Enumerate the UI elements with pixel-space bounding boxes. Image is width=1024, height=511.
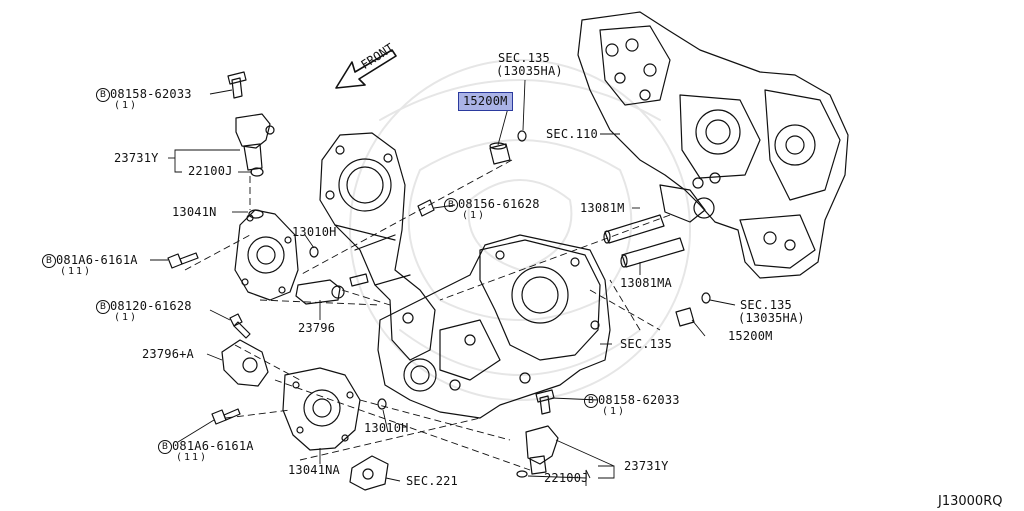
vtc-cover-lower — [282, 367, 361, 451]
engine-block — [577, 11, 849, 279]
bolt-marker: B — [42, 254, 56, 268]
label-sec221[interactable]: SEC.221 — [406, 474, 458, 488]
bolt-marker: B — [584, 394, 598, 408]
label-08120-61628[interactable]: 08120-61628 — [110, 299, 192, 313]
label-13010h-top[interactable]: 13010H — [292, 225, 337, 239]
label-23796[interactable]: 23796 — [298, 321, 336, 335]
label-13081m[interactable]: 13081M — [580, 201, 625, 215]
qty-08158-62033-bot: (1) — [602, 406, 627, 417]
label-13041na[interactable]: 13041NA — [288, 463, 340, 477]
label-08156-61628[interactable]: 08156-61628 — [458, 197, 540, 211]
label-22100j-right[interactable]: 22100J — [544, 471, 589, 485]
label-13035ha-right: (13035HA) — [738, 311, 805, 325]
label-15200m-highlighted[interactable]: 15200M — [458, 92, 513, 111]
qty-08156-61628: (1) — [462, 210, 487, 221]
front-arrow — [335, 49, 397, 89]
label-08158-62033-bot[interactable]: 08158-62033 — [598, 393, 680, 407]
label-15200m-right[interactable]: 15200M — [728, 329, 773, 343]
watermark-logo — [349, 59, 691, 401]
bolt-top-left — [167, 252, 199, 269]
cam-sensor-bottom — [516, 389, 559, 478]
label-sec135-top[interactable]: SEC.135 — [498, 51, 550, 65]
o-ring-bottom — [377, 398, 387, 410]
bolt-08156 — [417, 199, 435, 217]
o-ring-top — [309, 246, 319, 258]
plug-15200m-top — [489, 130, 527, 165]
leader-lines — [150, 79, 736, 486]
dowel-pins — [603, 214, 685, 268]
assembly-lines — [184, 159, 671, 471]
bolt-marker: B — [158, 440, 172, 454]
solenoid-23796 — [295, 273, 369, 305]
diagram-id: J13000RQ — [938, 494, 1003, 509]
bolt-bottom-left — [211, 408, 241, 425]
label-23731y-left[interactable]: 23731Y — [114, 151, 159, 165]
bolt-marker: B — [96, 300, 110, 314]
sec221-sensor — [349, 455, 389, 491]
label-sec135-right[interactable]: SEC.135 — [740, 298, 792, 312]
label-13081ma[interactable]: 13081MA — [620, 276, 672, 290]
label-sec135-mid[interactable]: SEC.135 — [620, 337, 672, 351]
cam-sensor-top — [227, 71, 275, 177]
qty-08120-61628: (1) — [114, 312, 139, 323]
label-13035ha-top: (13035HA) — [496, 64, 563, 78]
qty-081a6-6161a-bot: (11) — [176, 452, 209, 463]
bolt-08120 — [229, 313, 251, 339]
label-23731y-right[interactable]: 23731Y — [624, 459, 669, 473]
qty-08158-62033-top: (1) — [114, 100, 139, 111]
label-13041n[interactable]: 13041N — [172, 205, 217, 219]
front-cover-upper — [319, 132, 436, 361]
label-081a6-6161a-top[interactable]: 081A6-6161A — [56, 253, 138, 267]
solenoid-23796a — [221, 339, 269, 387]
vtc-cover-upper — [234, 209, 299, 301]
label-13010h-bot[interactable]: 13010H — [364, 421, 409, 435]
qty-081a6-6161a-top: (11) — [60, 266, 93, 277]
front-cover-lower — [377, 234, 611, 419]
label-23796a[interactable]: 23796+A — [142, 347, 194, 361]
label-08158-62033-top[interactable]: 08158-62033 — [110, 87, 192, 101]
bolt-marker: B — [444, 198, 458, 212]
label-sec110[interactable]: SEC.110 — [546, 127, 598, 141]
label-081a6-6161a-bot[interactable]: 081A6-6161A — [172, 439, 254, 453]
label-22100j-left[interactable]: 22100J — [188, 164, 233, 178]
bolt-marker: B — [96, 88, 110, 102]
